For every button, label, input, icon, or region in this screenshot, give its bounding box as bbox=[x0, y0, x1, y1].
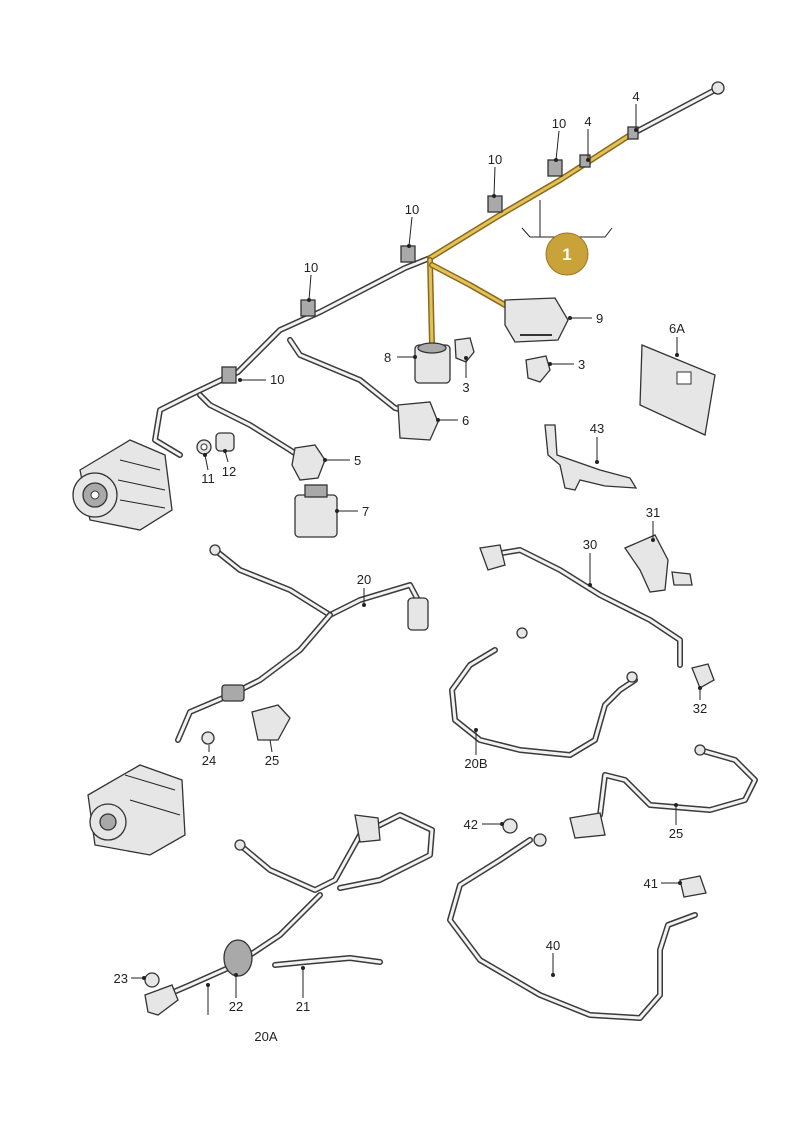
alternator bbox=[72, 439, 173, 531]
callout-9: 9 bbox=[596, 311, 603, 326]
callout-41: 41 bbox=[644, 876, 658, 891]
callout-11: 11 bbox=[201, 471, 215, 486]
callout-43: 43 bbox=[590, 421, 604, 436]
connector-7 bbox=[294, 484, 338, 538]
nut-42-icon bbox=[502, 818, 518, 834]
cable-20B bbox=[449, 627, 638, 758]
bracket-31 bbox=[624, 534, 693, 593]
callout-3a: 3 bbox=[462, 380, 469, 395]
callout-6: 6 bbox=[462, 413, 469, 428]
callout-6A: 6A bbox=[669, 321, 685, 336]
starter-motor bbox=[87, 764, 186, 856]
clip-10a-icon bbox=[400, 245, 416, 263]
callout-5: 5 bbox=[354, 453, 361, 468]
callout-21: 21 bbox=[296, 999, 310, 1014]
callout-10e: 10 bbox=[270, 372, 284, 387]
cap-12-icon bbox=[215, 432, 235, 452]
connector-9 bbox=[504, 297, 569, 343]
bracket-43 bbox=[544, 424, 638, 491]
cap-25a bbox=[251, 704, 291, 741]
callout-25b: 25 bbox=[669, 826, 683, 841]
callout-30: 30 bbox=[583, 537, 597, 552]
cable-25b bbox=[569, 744, 758, 839]
callout-20: 20 bbox=[357, 572, 371, 587]
clip-10d-icon bbox=[300, 299, 316, 317]
callout-3b: 3 bbox=[578, 357, 585, 372]
leader-lines bbox=[131, 104, 702, 1015]
clip-10c-icon bbox=[547, 159, 563, 177]
clip-3b bbox=[525, 355, 551, 383]
clip-10e-icon bbox=[221, 366, 237, 384]
cap-32 bbox=[691, 663, 715, 689]
clip-3a bbox=[454, 337, 475, 363]
callout-32: 32 bbox=[693, 701, 707, 716]
callout-42: 42 bbox=[464, 817, 478, 832]
cable-20A bbox=[144, 812, 435, 1016]
cable-20 bbox=[175, 544, 429, 743]
callout-badge-1: 1 bbox=[545, 232, 589, 276]
cable-21 bbox=[272, 955, 383, 968]
nut-24-icon bbox=[201, 731, 215, 745]
callout-10b: 10 bbox=[488, 152, 502, 167]
callout-24: 24 bbox=[202, 753, 216, 768]
callout-4a: 4 bbox=[632, 89, 639, 104]
callout-22: 22 bbox=[229, 999, 243, 1014]
plate-6A bbox=[639, 344, 716, 436]
clip-10b-icon bbox=[487, 195, 503, 213]
callout-1: 1 bbox=[562, 245, 571, 264]
connector-6 bbox=[397, 401, 439, 441]
callout-23: 23 bbox=[114, 971, 128, 986]
callout-31: 31 bbox=[646, 505, 660, 520]
callout-labels: 4 4 10 10 10 10 10 9 8 3 3 6A 6 43 5 11 … bbox=[114, 89, 708, 1044]
callout-4b: 4 bbox=[584, 114, 591, 129]
callout-10c: 10 bbox=[405, 202, 419, 217]
callout-12: 12 bbox=[222, 464, 236, 479]
cable-30 bbox=[479, 544, 683, 668]
callout-7: 7 bbox=[362, 504, 369, 519]
callout-20B: 20B bbox=[464, 756, 487, 771]
cable-40 bbox=[447, 833, 698, 1021]
callout-20A: 20A bbox=[254, 1029, 277, 1044]
callout-8: 8 bbox=[384, 350, 391, 365]
connector-5 bbox=[291, 444, 326, 481]
callout-25a: 25 bbox=[265, 753, 279, 768]
cap-41 bbox=[679, 875, 707, 898]
engine-wiring-harness bbox=[152, 81, 725, 463]
callout-10a: 10 bbox=[552, 116, 566, 131]
connector-8 bbox=[414, 342, 451, 384]
callout-10d: 10 bbox=[304, 260, 318, 275]
nut-23-icon bbox=[144, 972, 160, 988]
callout-40: 40 bbox=[546, 938, 560, 953]
